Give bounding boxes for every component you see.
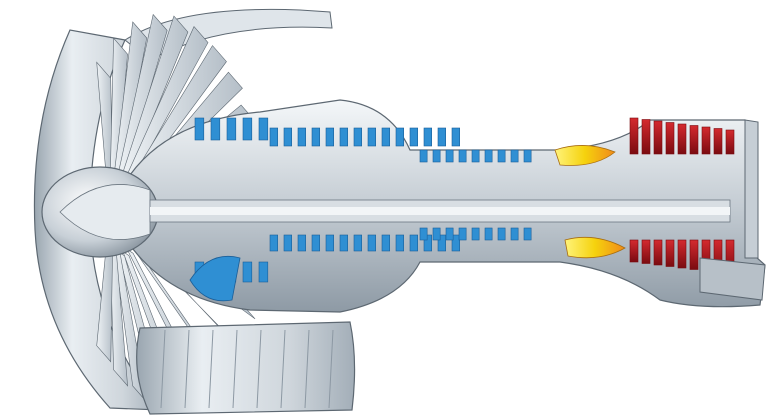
- compressor-blade-row: [458, 227, 467, 241]
- compressor-blade-row: [423, 127, 432, 147]
- compressor-blade-row: [258, 117, 269, 141]
- compressor-blade-row: [339, 234, 348, 252]
- turbine-blade-row: [629, 117, 639, 155]
- compressor-blade-row: [409, 234, 418, 252]
- compressor-blade-row: [269, 127, 278, 147]
- compressor-blade-row: [297, 127, 306, 147]
- compressor-blade-row: [451, 234, 460, 252]
- compressor-blade-row: [242, 261, 253, 283]
- turbine-blade-row: [725, 129, 735, 155]
- compressor-blade-row: [339, 127, 348, 147]
- cowl-rib: [184, 329, 190, 409]
- turbine-blade-row: [641, 239, 651, 264]
- turbine-blade-row: [677, 239, 687, 269]
- compressor-blade-row: [381, 127, 390, 147]
- cowl-rib: [256, 329, 262, 409]
- compressor-blade-row: [325, 127, 334, 147]
- cowl-rib: [232, 329, 238, 409]
- compressor-blade-row: [437, 234, 446, 252]
- compressor-blade-row: [269, 234, 278, 252]
- turbine-blade-row: [629, 239, 639, 263]
- compressor-blade-row: [437, 127, 446, 147]
- compressor-blade-row: [210, 117, 221, 141]
- compressor-blade-row: [432, 227, 441, 241]
- compressor-blade-row: [409, 127, 418, 147]
- turbine-blade-row: [701, 126, 711, 155]
- cowl-rib: [328, 329, 334, 409]
- engine-shaft: [149, 199, 731, 223]
- cowl-rib: [160, 329, 166, 409]
- compressor-blade-row: [471, 149, 480, 163]
- compressor-blade-row: [353, 234, 362, 252]
- turbine-blade-row: [689, 239, 699, 270]
- compressor-blade-row: [484, 149, 493, 163]
- compressor-blade-row: [497, 149, 506, 163]
- compressor-blade-row: [367, 234, 376, 252]
- turbine-blade-row: [641, 119, 651, 155]
- turbine-blade-row: [653, 120, 663, 155]
- nacelle-cowl: [136, 321, 356, 415]
- compressor-blade-row: [523, 227, 532, 241]
- cowl-rib: [280, 329, 286, 409]
- bypass-duct-section: [189, 255, 241, 302]
- turbine-blade-row: [665, 122, 675, 155]
- compressor-blade-row: [325, 234, 334, 252]
- turbine-blade-row: [653, 239, 663, 266]
- turbine-section: [629, 117, 735, 275]
- cowl-rib: [304, 329, 310, 409]
- turbine-blade-row: [713, 128, 723, 155]
- compressor-blade-row: [283, 127, 292, 147]
- compressor-blade-row: [194, 117, 205, 141]
- compressor-blade-row: [283, 234, 292, 252]
- compressor-blade-row: [523, 149, 532, 163]
- compressor-blade-row: [423, 234, 432, 252]
- compressor-blade-row: [311, 127, 320, 147]
- high-pressure-compressor: [269, 127, 532, 252]
- compressor-blade-row: [445, 227, 454, 241]
- compressor-blade-row: [510, 227, 519, 241]
- exhaust-nozzle: [699, 119, 766, 301]
- combustor: [554, 145, 626, 259]
- compressor-blade-row: [381, 234, 390, 252]
- compressor-blade-row: [242, 117, 253, 141]
- turbine-blade-row: [677, 123, 687, 155]
- compressor-blade-row: [432, 149, 441, 163]
- compressor-blade-row: [297, 234, 306, 252]
- turbine-blade-row: [689, 125, 699, 155]
- compressor-blade-row: [471, 227, 480, 241]
- compressor-blade-row: [484, 227, 493, 241]
- compressor-blade-row: [510, 149, 519, 163]
- compressor-blade-row: [497, 227, 506, 241]
- compressor-blade-row: [419, 149, 428, 163]
- compressor-blade-row: [458, 149, 467, 163]
- compressor-blade-row: [445, 149, 454, 163]
- compressor-blade-row: [311, 234, 320, 252]
- compressor-blade-row: [451, 127, 460, 147]
- compressor-blade-row: [258, 261, 269, 283]
- compressor-blade-row: [395, 234, 404, 252]
- compressor-blade-row: [226, 117, 237, 141]
- compressor-blade-row: [367, 127, 376, 147]
- compressor-blade-row: [353, 127, 362, 147]
- compressor-blade-row: [419, 227, 428, 241]
- cowl-rib: [208, 329, 214, 409]
- compressor-blade-row: [395, 127, 404, 147]
- turbine-blade-row: [665, 239, 675, 267]
